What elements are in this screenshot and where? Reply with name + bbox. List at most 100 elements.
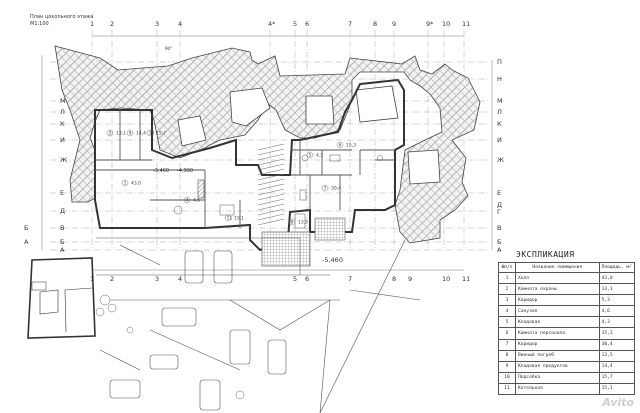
stair-step: [257, 193, 285, 201]
axis-label-bottom: 5: [293, 275, 297, 283]
room-number-circle: [183, 196, 191, 204]
axis-label-right: П: [497, 58, 502, 66]
stair-step: [257, 173, 285, 181]
stair-step: [257, 203, 285, 211]
room-number: 10: [149, 131, 155, 137]
axis-label-right: Г: [497, 208, 501, 216]
room-area: 15,1: [234, 216, 244, 222]
explication-cell-area: 4,3: [598, 316, 636, 329]
explication-cell-area: 4,6: [598, 305, 636, 318]
level-marks: -3,460 -4,900 -5,460 90°: [153, 46, 343, 264]
axis-label-bottom: 4: [178, 275, 182, 283]
site-outbuilding: [27, 257, 96, 339]
axis-label-right: К: [497, 120, 502, 128]
explication-cell-area: 15,1: [598, 382, 636, 396]
axis-label-bottom: 6: [305, 275, 309, 283]
room-number: 7: [324, 186, 327, 192]
axis-label-left: Е: [60, 189, 64, 197]
explication-cell-name: Комната персонала: [515, 327, 600, 340]
explication-cell-name: Кладовая продуктов: [515, 360, 600, 373]
room-area: 15,7: [156, 131, 166, 137]
tiled-area: [314, 217, 346, 241]
axis-label-left: Л: [60, 108, 65, 116]
axis-label-top: 9: [392, 20, 396, 28]
header-num: №п/п: [498, 262, 516, 273]
axis-label-left-lower: Б: [24, 224, 28, 232]
axis-label-top: 6: [305, 20, 309, 28]
stair-step: [257, 148, 285, 156]
axis-label-right: Е: [497, 189, 501, 197]
room-number-circle: [224, 214, 232, 222]
room-number: 2: [109, 131, 112, 137]
axis-label-left: Д: [60, 207, 65, 215]
axis-label-top: 2: [110, 20, 114, 28]
explication-cell-num: 8: [498, 349, 516, 362]
room-number: 6: [339, 143, 342, 149]
building-walls: [94, 78, 405, 252]
axis-label-bottom: 8: [392, 275, 396, 283]
stair-step: [257, 178, 285, 186]
trees: [95, 294, 245, 400]
explication-header-row: №п/п Название помещения Площадь, м²: [498, 262, 636, 273]
stair-step: [257, 168, 285, 176]
explication-cell-num: 2: [498, 283, 516, 296]
explication-cell-area: 13,5: [598, 349, 636, 362]
explication-cell-num: 10: [498, 371, 516, 384]
explication-cell-name: Санузел: [515, 305, 600, 318]
stair-step: [257, 158, 285, 166]
axis-label-right: Д: [497, 201, 502, 209]
explication-cell-name: Комната охраны: [515, 283, 600, 296]
axis-label-right: А: [497, 246, 502, 254]
angle-mark: 90°: [165, 46, 172, 51]
explication-cell-num: 4: [498, 305, 516, 318]
axis-label-left: И: [60, 136, 65, 144]
level-mark-a: -3,460: [153, 168, 169, 174]
axis-label-bottom: 10: [442, 275, 450, 283]
site-landscape: [96, 237, 421, 413]
explication-cell-num: 7: [498, 338, 516, 351]
axis-label-left: А: [60, 246, 65, 254]
boiler-symbol: [197, 179, 205, 199]
stair-step: [257, 213, 285, 221]
staircase: [257, 143, 285, 226]
level-mark-c: -5,460: [322, 256, 343, 264]
explication-cell-num: 11: [498, 382, 516, 396]
axis-label-bottom: 9: [408, 275, 412, 283]
axis-label-top: 5: [293, 20, 297, 28]
dimension-lines: [41, 35, 493, 271]
stair-step: [257, 183, 285, 191]
stair-step: [257, 143, 285, 151]
header-area: Площадь, м²: [598, 262, 636, 273]
room-number: 4: [186, 198, 189, 204]
explication-cell-num: 1: [498, 271, 516, 285]
header-name: Название помещения: [515, 262, 600, 273]
axis-label-left: К: [60, 120, 65, 128]
room-number-circle: [336, 141, 344, 149]
explication-cell-name: Винный погреб: [515, 349, 600, 362]
axis-label-right: В: [497, 224, 501, 232]
room-number-circle: [126, 129, 134, 137]
explication-table: ЭКСПЛИКАЦИЯ №п/п Название помещения Площ…: [498, 250, 636, 396]
room-number-circle: [106, 129, 114, 137]
axis-label-top: 1: [90, 20, 94, 28]
explication-cell-area: 15,3: [598, 327, 636, 340]
tiled-terrace: [261, 231, 311, 267]
room-number-circle: [306, 151, 314, 159]
room-area: 15,3: [346, 143, 356, 149]
